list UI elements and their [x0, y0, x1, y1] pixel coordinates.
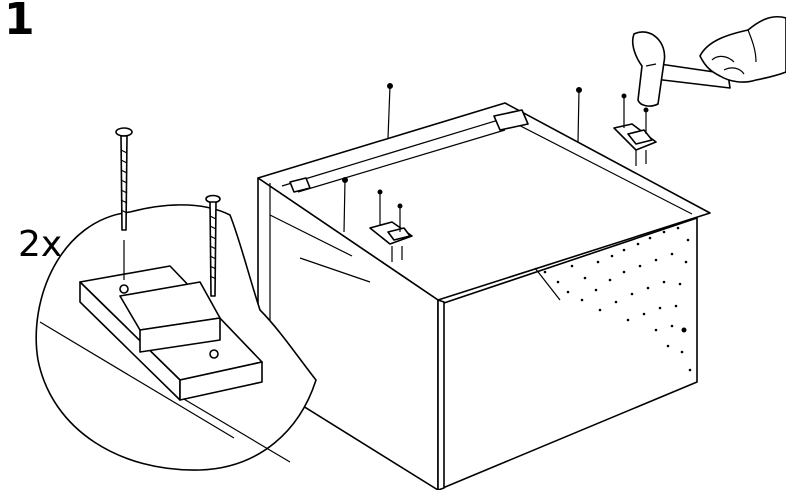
hand-icon [700, 17, 786, 82]
cabinet-frame [258, 103, 710, 490]
